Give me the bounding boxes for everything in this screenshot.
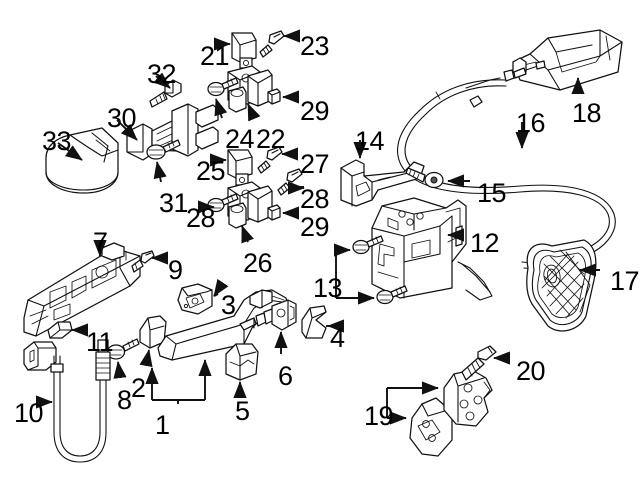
callout-number-door-access-seal-cover: 17 <box>610 266 640 296</box>
part-14-cable-guide-bracket <box>340 159 425 207</box>
part-23-wedge-bolt-upper <box>259 30 285 58</box>
callout-number-retaining-clip: 11 <box>86 327 114 357</box>
part-8-handle-screw <box>106 338 140 360</box>
callout-number-handle-cover-bezel: 3 <box>221 290 236 320</box>
callout-number-check-strap-bolt: 32 <box>147 59 177 89</box>
callout-number-handle-filler-cap: 5 <box>235 396 250 426</box>
part-31-check-strap-screw <box>146 139 181 160</box>
callout-number-release-cable: 16 <box>516 108 546 138</box>
callout-number-bracket-bolt-lower-left: 28 <box>186 203 216 233</box>
callout-number-bracket-screw: 15 <box>477 178 507 208</box>
part-24-bracket-bolt-upper <box>207 77 239 97</box>
callout-leaders <box>35 29 600 425</box>
callout-number-handle-end-cap-small: 2 <box>131 373 146 403</box>
part-30-door-check-strap <box>126 103 219 161</box>
part-3-handle-cover-bezel <box>177 283 213 315</box>
part-5-handle-filler-cap <box>225 343 259 381</box>
part-4-lock-cylinder-cap <box>301 305 327 339</box>
part-28-bracket-bolt-lower-right <box>277 168 303 196</box>
callout-number-cable-guide-bracket: 14 <box>355 126 385 156</box>
part-11-retaining-clip <box>47 321 73 339</box>
leader-24 <box>214 98 228 119</box>
callout-number-bracket-bolt-upper: 24 <box>225 124 255 154</box>
part-6-lock-cylinder <box>239 299 297 331</box>
part-27-wedge-bolt-lower <box>257 146 283 174</box>
leader-26 <box>241 225 254 244</box>
part-21-upper-striker-wedge <box>231 32 257 69</box>
part-9-carrier-bolt <box>131 250 155 273</box>
part-29-stop-buffer-upper <box>267 88 281 105</box>
part-20-hinge-bolt <box>461 345 497 381</box>
callout-number-stop-buffer-upper: 29 <box>300 96 330 126</box>
callout-number-lock-cylinder-cap: 4 <box>330 323 345 353</box>
part-29-stop-buffer-lower <box>267 204 281 221</box>
part-17-access-seal-cover <box>526 239 597 332</box>
part-10-lock-cable-assembly <box>23 339 111 463</box>
part-13-latch-screws-upper <box>352 235 384 255</box>
part-18-inside-release-handle <box>512 29 623 91</box>
leader-30 <box>116 119 138 141</box>
part-19-door-hinge-lower <box>409 397 453 457</box>
leader-33 <box>57 142 83 161</box>
callout-number-door-handle-assembly-bracket: 1 <box>155 410 170 440</box>
callout-number-handle-carrier-bracket: 7 <box>93 227 108 257</box>
leader-2 <box>139 349 153 368</box>
callout-number-upper-striker-wedge: 21 <box>200 41 230 71</box>
part-13-latch-screws-lower <box>376 285 408 305</box>
leader-22 <box>247 103 261 122</box>
callout-number-lock-cylinder: 6 <box>278 361 293 391</box>
callout-number-handle-screw: 8 <box>117 385 132 415</box>
part-2-handle-end-cap-small <box>139 315 167 349</box>
callout-number-wedge-bolt-lower: 27 <box>300 149 330 179</box>
callout-number-upper-hinge-bracket: 22 <box>256 124 286 154</box>
callout-number-bracket-bolt-lower-right: 28 <box>300 184 330 214</box>
leader-31 <box>153 161 167 183</box>
leader-8 <box>113 361 127 379</box>
callout-number-lower-striker-wedge: 25 <box>196 156 226 186</box>
callout-number-wedge-bolt-upper: 23 <box>300 31 330 61</box>
part-15-bracket-screw <box>405 167 444 189</box>
callout-number-door-latch-lock-actuator: 12 <box>470 228 500 258</box>
callout-number-door-check-strap: 30 <box>107 103 137 133</box>
callout-number-lock-cable-assembly: 10 <box>14 398 44 428</box>
callout-number-carrier-bolt: 9 <box>168 255 183 285</box>
part-7-handle-carrier-bracket <box>23 242 141 337</box>
callout-number-stop-buffer-lower: 29 <box>300 212 330 242</box>
part-25-lower-striker-wedge <box>227 149 253 186</box>
leader-32 <box>153 72 171 89</box>
callout-number-inside-release-handle: 18 <box>572 98 602 128</box>
callout-number-latch-mounting-screws: 13 <box>313 273 343 303</box>
callout-number-door-hinge-set: 19 <box>364 401 394 431</box>
callout-number-check-strap-screw: 31 <box>159 188 189 218</box>
callout-number-hinge-bolt: 20 <box>516 356 546 386</box>
part-22-upper-hinge-bracket <box>227 65 273 113</box>
callout-number-handle-end-cover: 33 <box>42 126 72 156</box>
callout-number-lower-hinge-bracket: 26 <box>243 248 273 278</box>
part-26-lower-hinge-bracket <box>227 181 273 229</box>
